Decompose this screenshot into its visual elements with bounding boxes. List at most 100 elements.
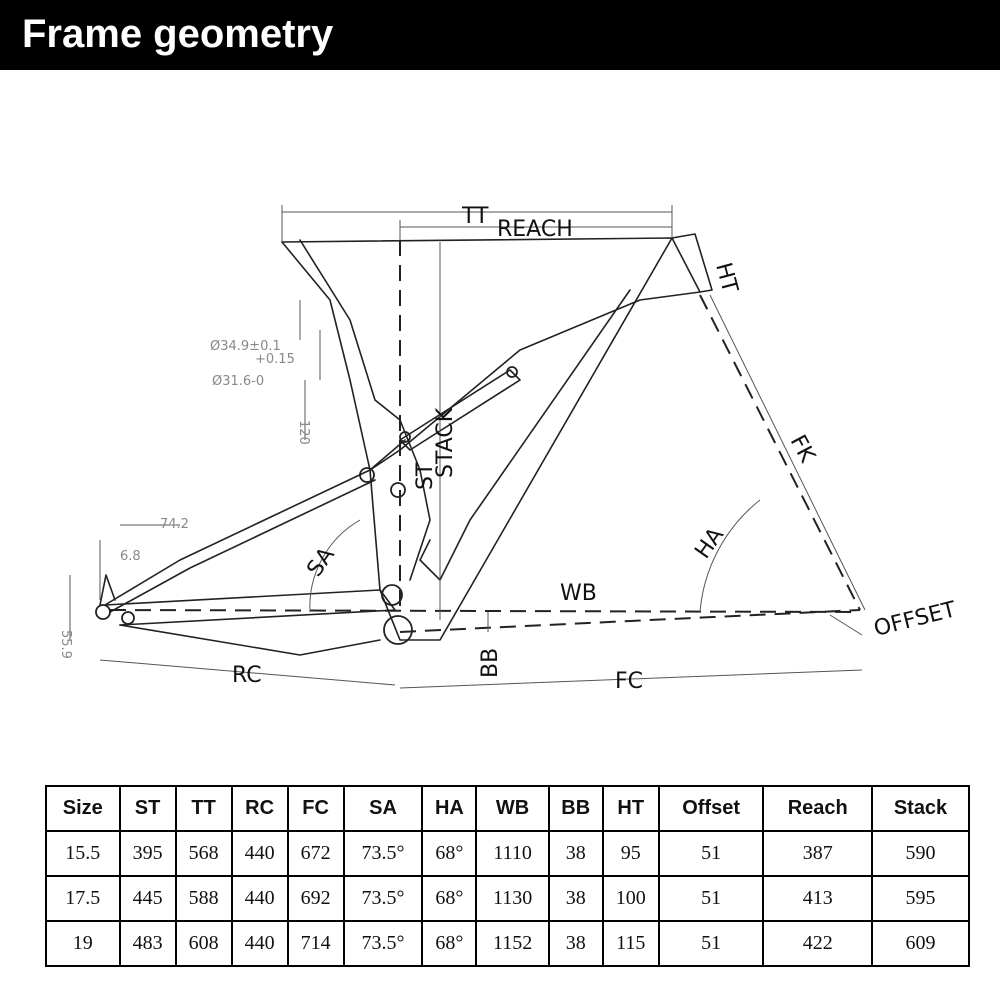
table-cell: 38 [547, 920, 604, 967]
table-cell: 51 [657, 920, 765, 967]
table-cell: 1130 [475, 875, 550, 922]
label-ht: HT [710, 260, 742, 296]
rocker-pivot-3 [399, 431, 411, 443]
table-cell: 692 [286, 875, 345, 922]
table-cell: 483 [118, 920, 177, 967]
table-cell: 440 [230, 830, 289, 877]
table-cell: 568 [174, 830, 233, 877]
table-row: 17.5 445 588 440 692 73.5° 68° 1130 38 1… [45, 875, 970, 922]
label-st: ST [413, 462, 438, 490]
col-header: BB [547, 785, 604, 832]
rear-dropout [99, 574, 116, 606]
table-cell: 608 [174, 920, 233, 967]
offset-dimension [829, 614, 863, 636]
dim-seatpost-b: +0.15 [255, 352, 295, 367]
label-stack: STACK [433, 407, 458, 478]
page-title: Frame geometry [22, 12, 334, 56]
frame-geometry-diagram: TT REACH HT STACK ST FK HA SA WB OFFSET … [58, 204, 959, 694]
ha-arc [699, 499, 761, 613]
geometry-table: Size ST TT RC FC SA HA WB BB HT Offset R… [45, 785, 970, 967]
down-tube [379, 237, 673, 641]
table-cell: 68° [421, 920, 478, 967]
table-cell: 51 [657, 830, 765, 877]
main-pivot [381, 584, 403, 606]
table-cell: 19 [45, 920, 121, 967]
table-cell: 609 [871, 920, 970, 967]
rocker-pivot-1 [359, 467, 375, 483]
shock-mount [506, 366, 518, 378]
front-center-line [399, 609, 861, 633]
dim-6-8: 6.8 [120, 549, 141, 564]
dim-74-2: 74.2 [160, 517, 189, 532]
col-header: HT [601, 785, 660, 832]
label-offset: OFFSET [871, 597, 959, 642]
table-header-row: Size ST TT RC FC SA HA WB BB HT Offset R… [45, 785, 970, 832]
rear-shock [399, 369, 521, 451]
col-header: ST [118, 785, 177, 832]
rc-dimension [99, 659, 396, 686]
table-cell: 68° [421, 830, 478, 877]
table-cell: 445 [118, 875, 177, 922]
wheelbase-line [109, 609, 861, 613]
rocker-pivot-2 [390, 482, 406, 498]
table-cell: 38 [547, 830, 604, 877]
table-cell: 100 [601, 875, 660, 922]
label-rc: RC [232, 663, 262, 688]
table-cell: 672 [286, 830, 345, 877]
chain-stay [104, 589, 396, 626]
table-cell: 115 [601, 920, 660, 967]
sa-arc [309, 519, 361, 613]
page-header: Frame geometry [0, 0, 1000, 70]
label-fk: FK [785, 431, 820, 467]
col-header: RC [230, 785, 289, 832]
label-tt: TT [461, 204, 489, 229]
label-fc: FC [615, 669, 643, 694]
col-header: HA [421, 785, 478, 832]
table-cell: 714 [286, 920, 345, 967]
table-cell: 1110 [475, 830, 550, 877]
dim-120: 120 [296, 420, 311, 445]
col-header: Size [45, 785, 121, 832]
table-cell: 73.5° [342, 875, 424, 922]
table-row: 15.5 395 568 440 672 73.5° 68° 1110 38 9… [45, 830, 970, 877]
dim-seatpost-a: Ø34.9±0.1 [210, 339, 281, 354]
table-cell: 422 [762, 920, 874, 967]
rear-axle-2 [121, 611, 135, 625]
label-ha: HA [690, 523, 729, 563]
dim-55-9: 55.9 [58, 630, 73, 659]
table-cell: 588 [174, 875, 233, 922]
table-cell: 17.5 [45, 875, 121, 922]
label-wb: WB [560, 581, 597, 606]
table-cell: 387 [762, 830, 874, 877]
table-cell: 38 [547, 875, 604, 922]
dim-seatpost-c: Ø31.6-0 [212, 374, 264, 389]
col-header: TT [174, 785, 233, 832]
table-cell: 440 [230, 920, 289, 967]
table-cell: 595 [871, 875, 970, 922]
table-cell: 1152 [475, 920, 550, 967]
table-cell: 395 [118, 830, 177, 877]
table-cell: 51 [657, 875, 765, 922]
head-tube [671, 233, 713, 293]
seat-tube [281, 241, 381, 591]
fork-line [699, 294, 861, 611]
label-bb: BB [478, 648, 503, 678]
table-cell: 73.5° [342, 920, 424, 967]
col-header: WB [475, 785, 550, 832]
label-sa: SA [302, 543, 339, 581]
col-header: Stack [871, 785, 970, 832]
col-header: Reach [762, 785, 874, 832]
col-header: Offset [657, 785, 765, 832]
table-cell: 413 [762, 875, 874, 922]
table-cell: 73.5° [342, 830, 424, 877]
bottom-bracket [383, 615, 413, 645]
table-cell: 68° [421, 875, 478, 922]
col-header: SA [342, 785, 424, 832]
table-cell: 15.5 [45, 830, 121, 877]
fork-dimension [709, 294, 866, 611]
col-header: FC [286, 785, 345, 832]
table-cell: 590 [871, 830, 970, 877]
fc-dimension [399, 669, 863, 689]
seat-stay [104, 439, 406, 606]
table-row: 19 483 608 440 714 73.5° 68° 1152 38 115… [45, 920, 970, 967]
